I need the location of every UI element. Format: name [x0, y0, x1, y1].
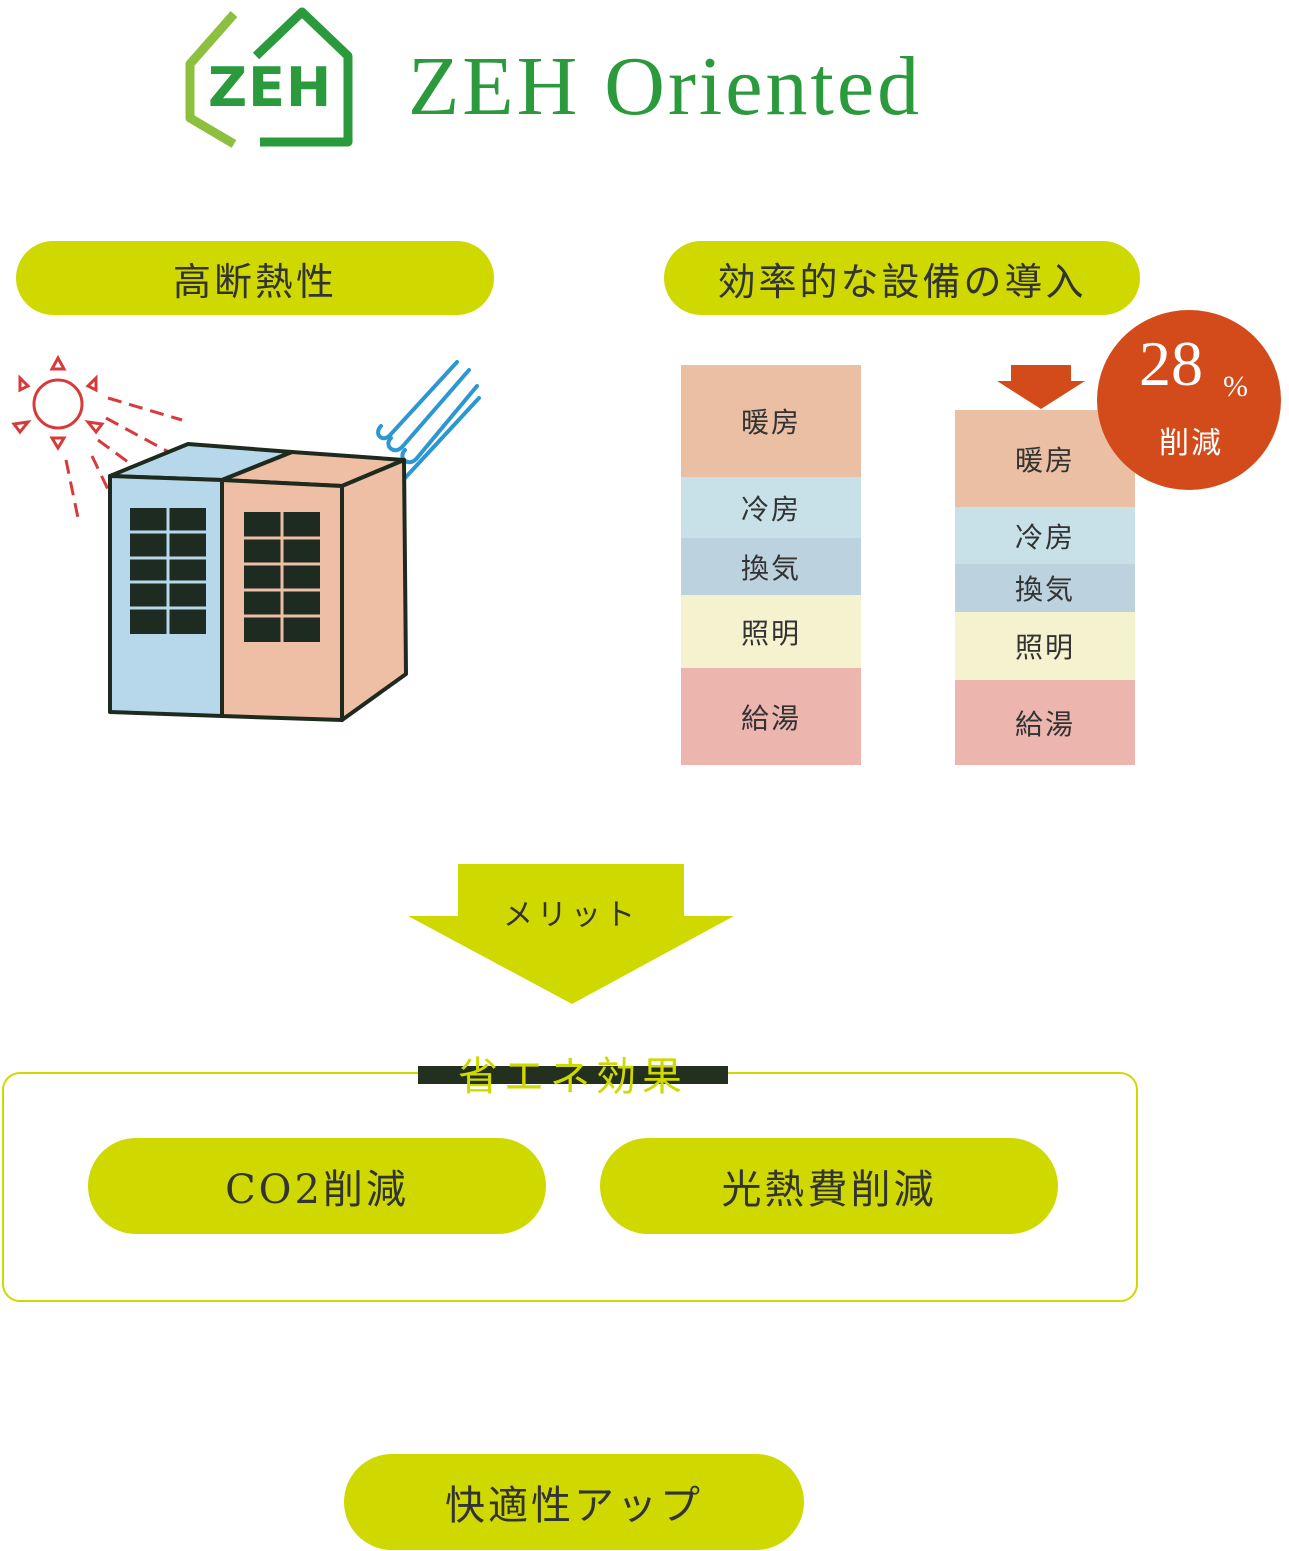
zeh-badge-text: ZEH [208, 56, 333, 119]
stack-before-heating: 暖房 [681, 365, 861, 477]
energy-saving-title-bar [418, 1066, 728, 1084]
down-arrow-icon [997, 365, 1085, 409]
stack-after-hot-water: 給湯 [955, 680, 1135, 765]
efficient-equipment-label: 効率的な設備の導入 [717, 259, 1087, 304]
stack-before-ventilation: 換気 [681, 538, 861, 595]
stack-after-cooling: 冷房 [955, 507, 1135, 564]
comfort-up-pill: 快適性アップ [344, 1454, 804, 1550]
stack-after-heating: 暖房 [955, 410, 1135, 507]
efficient-equipment-pill: 効率的な設備の導入 [664, 241, 1140, 315]
reduction-label: 削減 [1159, 426, 1223, 461]
high-insulation-label: 高断熱性 [172, 259, 337, 304]
reduction-unit: % [1223, 370, 1248, 403]
zeh-logo-icon [185, 7, 353, 148]
sun-icon [11, 354, 183, 519]
merit-label: メリット [503, 898, 639, 933]
stack-before-lighting: 照明 [681, 595, 861, 668]
stack-before-hot-water: 給湯 [681, 668, 861, 765]
reduction-value: 28 [1139, 328, 1203, 399]
high-insulation-pill: 高断熱性 [16, 241, 494, 315]
merit-arrow-icon [408, 864, 734, 1004]
energy-saving-title: 省エネ効果 [458, 1054, 688, 1100]
utility-cost-reduction-pill: 光熱費削減 [600, 1138, 1058, 1234]
stack-after-ventilation: 換気 [955, 564, 1135, 612]
reduction-badge: 28 % 削減 [1097, 310, 1281, 490]
logo-title: ZEH Oriented [408, 40, 923, 133]
stack-after-lighting: 照明 [955, 612, 1135, 680]
stack-before-cooling: 冷房 [681, 477, 861, 538]
co2-reduction-label: CO2削減 [225, 1167, 409, 1213]
utility-cost-reduction-label: 光熱費削減 [721, 1167, 937, 1213]
co2-reduction-pill: CO2削減 [88, 1138, 546, 1234]
comfort-up-label: 快適性アップ [445, 1483, 703, 1529]
house-icon [108, 442, 408, 722]
